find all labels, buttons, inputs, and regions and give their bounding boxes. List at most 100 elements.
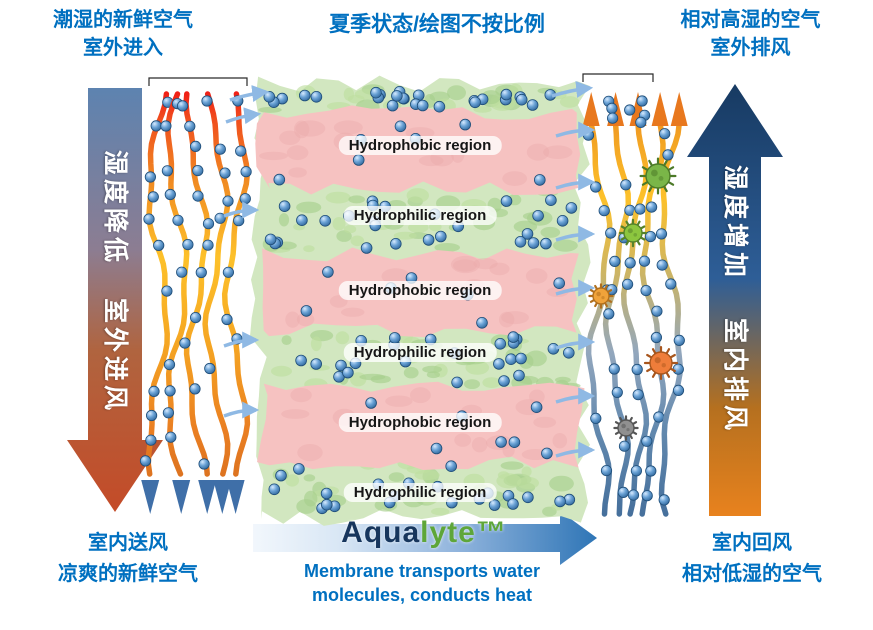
water-dot xyxy=(319,215,332,227)
right-arrow-label-exhaust: 室内排风 xyxy=(721,318,749,435)
membrane-texture xyxy=(555,376,571,383)
water-dot xyxy=(148,385,160,397)
water-dot xyxy=(201,95,213,107)
moisture-arrow xyxy=(555,333,596,351)
moisture-arrow xyxy=(551,80,594,98)
downflow-arrowhead xyxy=(198,480,217,514)
water-dot xyxy=(310,358,323,370)
water-dot xyxy=(658,494,670,506)
membrane-texture xyxy=(288,167,307,178)
membrane-texture xyxy=(453,259,477,272)
water-dot xyxy=(640,284,652,297)
membrane-texture xyxy=(464,379,480,389)
water-dot xyxy=(459,118,472,131)
water-dot xyxy=(445,460,458,473)
upflow-arrowhead xyxy=(670,92,688,126)
water-dot xyxy=(352,154,365,166)
membrane-texture xyxy=(434,243,461,252)
moisture-arrow xyxy=(555,173,596,191)
water-dot xyxy=(634,203,646,215)
membrane-texture xyxy=(348,195,366,204)
water-dot xyxy=(630,465,643,477)
membrane-texture xyxy=(258,106,282,113)
bottom-right-label: 室内回风 相对低湿的空气 xyxy=(640,528,864,590)
membrane-texture xyxy=(473,258,498,270)
water-dot xyxy=(278,200,291,213)
membrane-texture xyxy=(393,231,417,240)
water-dot xyxy=(606,102,618,115)
water-dot xyxy=(189,383,201,395)
membrane-texture xyxy=(454,433,472,447)
germ-icon xyxy=(613,415,639,441)
water-dot xyxy=(451,376,463,389)
water-dot xyxy=(522,491,534,504)
water-dot xyxy=(165,431,177,443)
downflow-arrowhead xyxy=(172,480,191,514)
water-dot xyxy=(177,100,189,112)
membrane-region-label: Hydrophilic region xyxy=(343,483,497,502)
upflow-arrowhead xyxy=(582,92,600,126)
water-dot xyxy=(645,201,658,213)
membrane-texture xyxy=(325,191,351,204)
water-dot xyxy=(636,95,648,107)
membrane-texture xyxy=(496,473,522,489)
membrane-texture xyxy=(559,96,580,108)
membrane-texture xyxy=(526,143,550,161)
water-dot xyxy=(495,436,507,448)
membrane-texture xyxy=(296,312,315,327)
water-dot xyxy=(644,231,657,243)
water-dot xyxy=(500,195,513,207)
water-dot xyxy=(293,463,305,475)
left-bracket xyxy=(148,77,248,86)
water-dot xyxy=(609,255,621,267)
membrane-texture xyxy=(296,201,322,214)
membrane-texture xyxy=(553,239,578,252)
water-dot xyxy=(493,358,505,370)
air-stream xyxy=(658,121,683,517)
membrane-caption: Membrane transports water molecules, con… xyxy=(247,559,597,607)
water-dot xyxy=(139,455,152,467)
water-dot xyxy=(164,385,176,397)
contaminant-icons xyxy=(588,157,679,441)
caption-line1: Membrane transports water xyxy=(303,561,541,581)
membrane-texture xyxy=(406,188,429,203)
water-dot xyxy=(161,165,173,177)
bottom-left-line1: 室内送风 xyxy=(88,532,168,554)
top-left-label: 潮湿的新鲜空气 室外进入 xyxy=(22,6,224,62)
germ-speck xyxy=(626,428,630,432)
water-dot xyxy=(195,266,207,279)
water-dot xyxy=(620,179,632,191)
membrane-texture xyxy=(385,395,413,407)
caption-line2: molecules, conducts heat xyxy=(311,585,533,605)
downflow-arrowhead xyxy=(213,480,232,514)
water-dot xyxy=(295,354,307,367)
membrane-region-label: Hydrophilic region xyxy=(343,343,497,362)
water-dot xyxy=(565,202,578,214)
water-dot xyxy=(627,489,640,501)
germ-speck xyxy=(654,357,661,364)
membrane-texture xyxy=(359,373,386,381)
water-dot xyxy=(296,214,308,227)
water-dot xyxy=(214,143,226,155)
water-dot xyxy=(530,401,543,414)
water-dot xyxy=(264,233,277,246)
water-dot xyxy=(533,174,546,186)
membrane-texture xyxy=(381,268,411,285)
water-dot xyxy=(176,266,188,278)
water-dot xyxy=(164,188,176,201)
water-dot xyxy=(430,442,443,455)
water-dot xyxy=(665,278,677,290)
membrane-texture xyxy=(286,145,309,161)
water-dot xyxy=(562,346,575,359)
water-dot xyxy=(507,498,519,510)
water-dot xyxy=(320,498,333,511)
membrane-texture xyxy=(447,85,466,101)
membrane-texture xyxy=(279,130,301,145)
water-dot xyxy=(590,181,602,193)
water-dot xyxy=(342,366,354,379)
germ-icon xyxy=(643,346,679,380)
water-dot xyxy=(221,313,233,326)
water-dot xyxy=(360,242,373,254)
water-dot xyxy=(527,237,540,249)
water-dot xyxy=(320,487,333,500)
